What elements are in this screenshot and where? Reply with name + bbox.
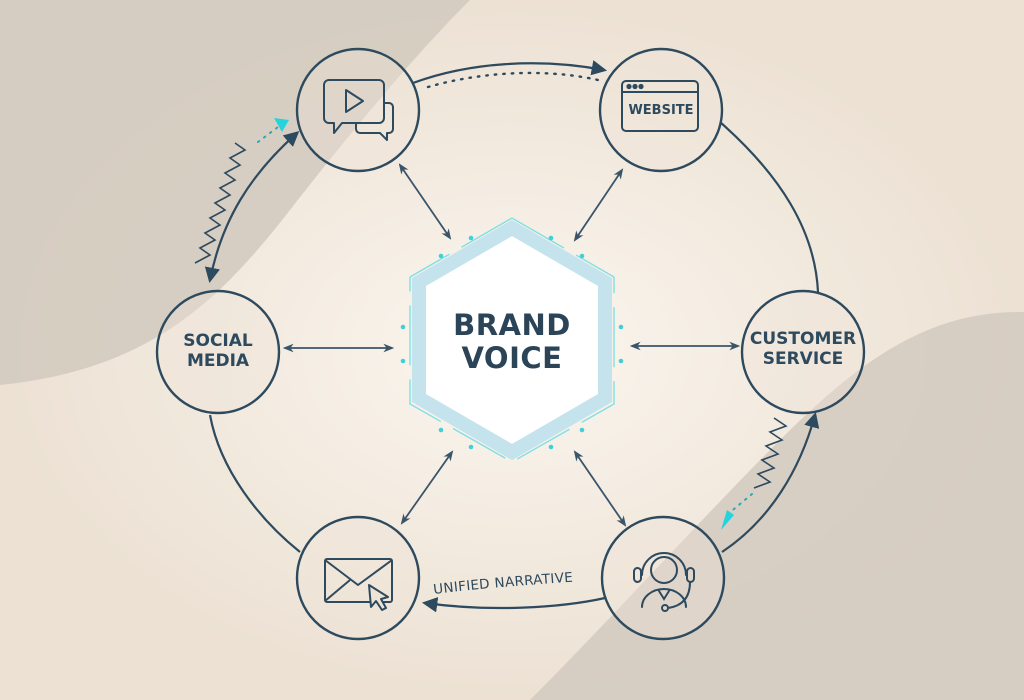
spoke-email (400, 450, 454, 525)
arc-social-to-email (208, 414, 301, 553)
hexagon-outer-circuit (409, 217, 615, 463)
center-title: BRAND VOICE (422, 308, 602, 376)
social-media-label: SOCIAL MEDIA (163, 331, 273, 371)
zigzag-decorations (194, 142, 788, 489)
node-customer-service (740, 289, 866, 415)
email-cursor-icon (324, 558, 393, 611)
node-email (295, 515, 421, 641)
spoke-website (573, 168, 624, 242)
zigzag-right (753, 417, 788, 489)
circuit-dots (400, 235, 624, 450)
spoke-agent (573, 450, 627, 527)
outer-ring (204, 60, 820, 613)
node-video-chat (295, 47, 421, 173)
arc-agent-to-email (421, 596, 606, 613)
brand-voice-hexagon (400, 217, 624, 463)
social-media-line2: MEDIA (186, 350, 250, 371)
arc-video-to-website (412, 60, 608, 85)
node-support-agent (600, 515, 726, 641)
spokes (282, 163, 741, 527)
cyan-arrowhead-top-left (274, 118, 289, 132)
dotted-arc-top (426, 71, 600, 89)
node-social-media (155, 289, 281, 415)
social-media-line1: SOCIAL (183, 331, 253, 351)
zigzag-left (194, 142, 247, 264)
headset-agent-icon (633, 552, 695, 612)
spoke-video (398, 163, 452, 240)
customer-service-label: CUSTOMER SERVICE (741, 329, 865, 369)
customer-service-line1: CUSTOMER (749, 329, 857, 349)
browser-window-icon (621, 80, 699, 132)
center-title-line1: BRAND (453, 308, 571, 342)
arc-website-to-customer-service (719, 121, 820, 293)
video-chat-icon (323, 79, 394, 141)
arc-agent-to-customer-service (721, 412, 820, 553)
cyan-arrowhead-bottom-right (721, 510, 734, 530)
website-label: WEBSITE (628, 103, 694, 118)
node-website (598, 47, 724, 173)
hexagon-core (412, 219, 612, 461)
cyan-dotted-trails (257, 123, 753, 515)
customer-service-line2: SERVICE (762, 348, 844, 369)
background-shade-bottom-right (530, 311, 1024, 700)
arc-video-to-social (204, 130, 300, 284)
center-title-line2: VOICE (461, 341, 563, 376)
